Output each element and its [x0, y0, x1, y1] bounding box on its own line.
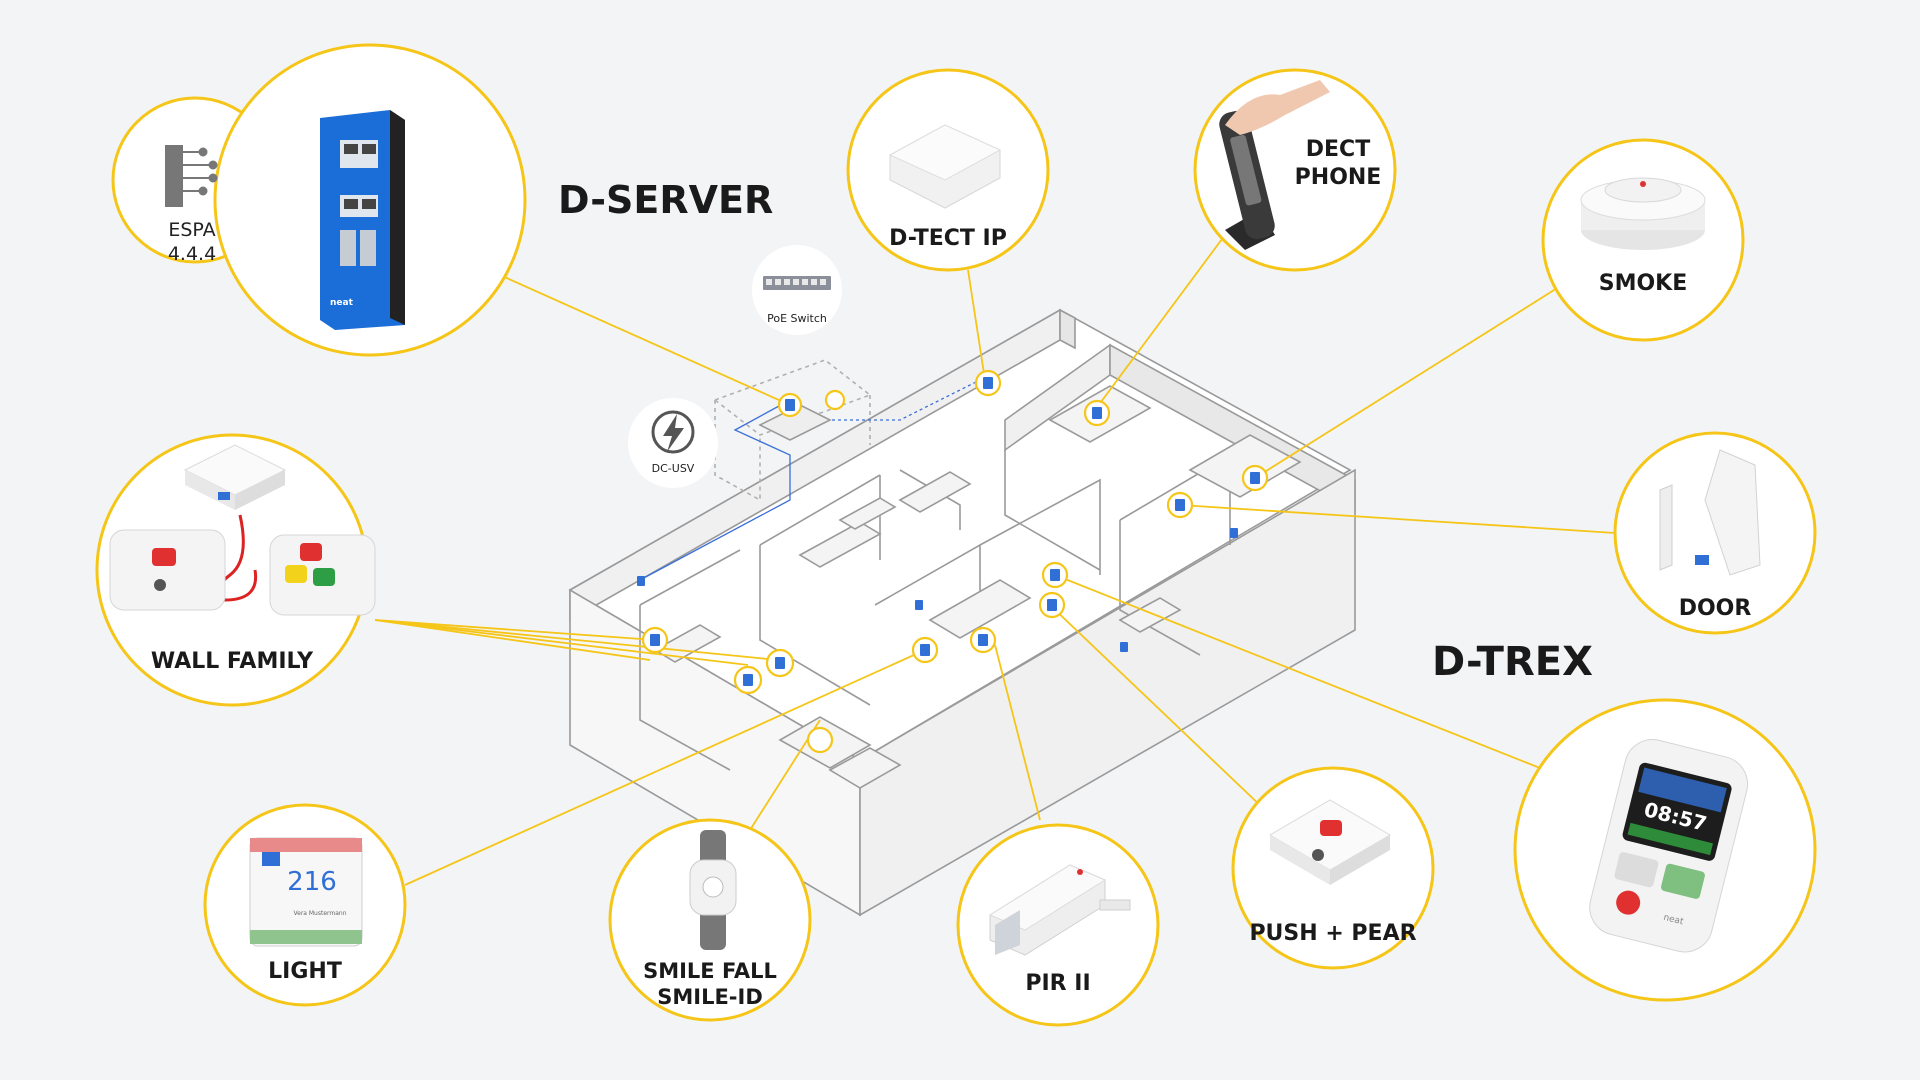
server-device: neat [320, 110, 405, 330]
dtect-ip-label: D-TECT IP [889, 226, 1007, 251]
pir-bubble: PIR II [956, 823, 1160, 1027]
light-label: LIGHT [268, 959, 342, 984]
trex-brand: neat [1662, 913, 1685, 928]
dect-phone-bubble: DECT PHONE [1193, 68, 1397, 272]
connector-lines [374, 234, 1616, 886]
d-trex-heading: D-TREX [1432, 639, 1593, 685]
push-pear-label: PUSH + PEAR [1249, 921, 1416, 946]
light-bubble: 216 Vera Mustermann LIGHT [203, 803, 407, 1007]
espa-label-line2: 4.4.4 [168, 243, 216, 265]
dtect-ip-bubble: D-TECT IP [846, 68, 1050, 272]
door-bubble: DOOR [1613, 431, 1817, 635]
smile-label-line1: SMILE FALL [643, 959, 777, 983]
smoke-label: SMOKE [1599, 271, 1688, 296]
server-brand: neat [330, 298, 354, 308]
push-pear-bubble: PUSH + PEAR [1231, 766, 1435, 970]
network-tree-icon [165, 145, 218, 207]
poe-switch-label: PoE Switch [767, 312, 827, 325]
d-server-heading: D-SERVER [558, 178, 773, 222]
espa-bubble: ESPA 4.4.4 neat [111, 43, 527, 357]
wall-family-label: WALL FAMILY [151, 649, 314, 674]
door-label: DOOR [1679, 596, 1752, 621]
smile-label-line2: SMILE-ID [657, 985, 763, 1009]
poe-switch-bubble: PoE Switch [752, 245, 842, 335]
wall-family-bubble: WALL FAMILY [95, 433, 376, 707]
dc-usv-bubble: DC-USV [628, 398, 718, 488]
lightning-icon [663, 414, 684, 452]
sensor-devices [637, 377, 1260, 686]
pir-label: PIR II [1025, 971, 1090, 996]
sensor-markers [641, 369, 1269, 754]
smoke-bubble: SMOKE [1541, 138, 1745, 342]
trex-device-bubble: 08:57 neat [1513, 698, 1817, 1002]
dc-usv-label: DC-USV [652, 462, 695, 475]
espa-label-line1: ESPA [168, 219, 215, 241]
dect-phone-label-line2: PHONE [1295, 165, 1382, 190]
smile-bubble: SMILE FALL SMILE-ID [608, 818, 812, 1022]
room-number: 216 [287, 867, 337, 897]
dect-phone-label-line1: DECT [1306, 137, 1370, 162]
switch-icon [763, 276, 831, 290]
room-name: Vera Mustermann [293, 910, 346, 917]
